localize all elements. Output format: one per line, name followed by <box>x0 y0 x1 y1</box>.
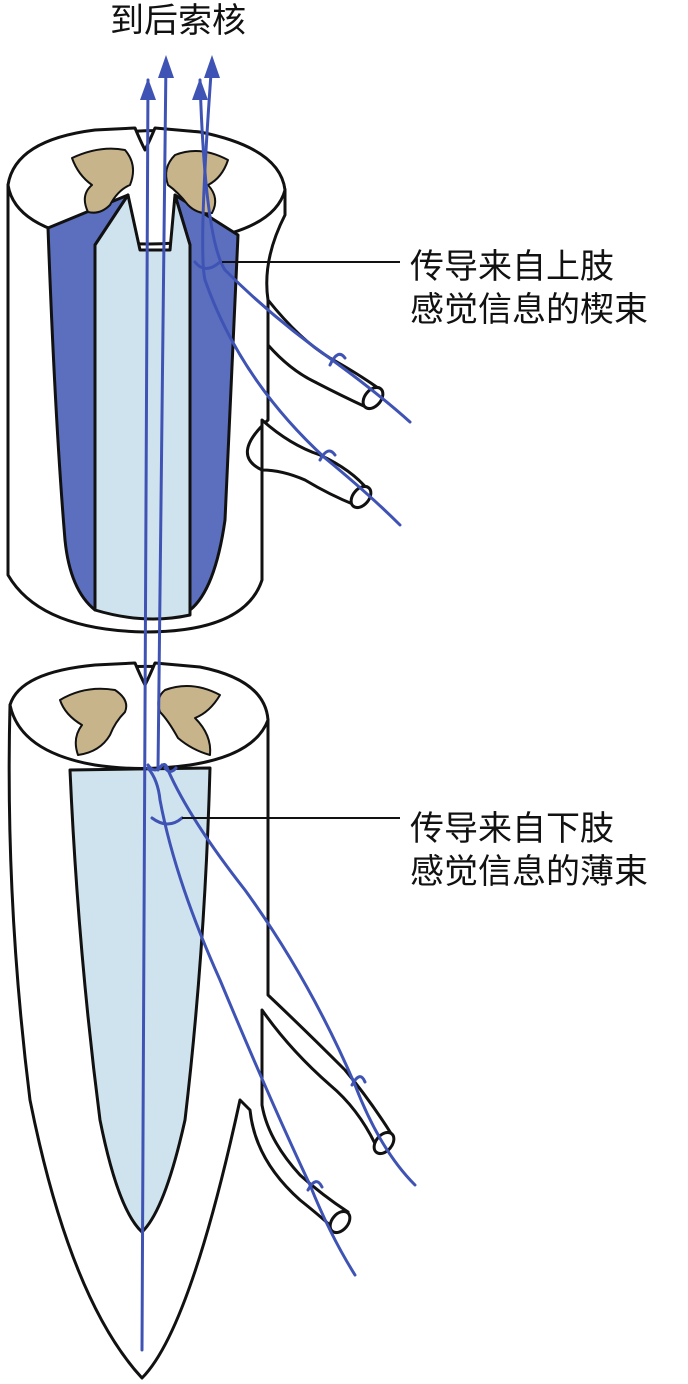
upper-dorsal-root-2 <box>260 418 370 507</box>
label-to-dorsal-column-nuclei: 到后索核 <box>110 1 246 41</box>
fiber-gracile-2 <box>156 58 168 772</box>
arrowheads <box>140 55 220 100</box>
lower-gray-matter-left <box>59 687 128 756</box>
label-cuneate-fasciculus: 传导来自上肢 感觉信息的楔束 <box>410 246 648 331</box>
label-upper-line2: 感觉信息的楔束 <box>410 289 648 330</box>
fiber-loop-upper-1 <box>328 352 347 367</box>
arrow-2 <box>158 55 174 78</box>
fiber-mark-lower <box>150 816 184 826</box>
upper-root-end-1 <box>361 385 385 411</box>
arrow-4 <box>204 55 220 78</box>
fiber-mark-lower-top <box>146 763 178 773</box>
lower-root-end-2 <box>328 1209 352 1235</box>
arrow-3 <box>192 78 208 100</box>
label-upper-line1: 传导来自上肢 <box>410 247 614 287</box>
upper-gray-matter-left <box>71 147 135 214</box>
nerve-fibers <box>140 58 417 1352</box>
label-gracile-fasciculus: 传导来自下肢 感觉信息的薄束 <box>410 808 648 893</box>
label-lower-line2: 感觉信息的薄束 <box>410 851 648 892</box>
fiber-upper-root-1 <box>198 78 412 424</box>
upper-cuneate-fasciculus <box>46 193 130 612</box>
fiber-gracile-1 <box>140 78 150 1352</box>
label-lower-line1: 传导来自下肢 <box>410 809 614 849</box>
fiber-loop-lower-1 <box>350 1075 367 1087</box>
fiber-mark-upper <box>193 260 222 270</box>
arrow-1 <box>140 78 156 100</box>
leader-lines <box>182 261 400 819</box>
fiber-upper-root-2 <box>201 58 402 527</box>
fiber-lower-root-2 <box>146 766 357 1277</box>
fiber-loop-upper-2 <box>318 449 337 462</box>
upper-gray-matter-right <box>165 150 229 215</box>
fiber-loop-lower-2 <box>306 1180 324 1192</box>
lower-segment <box>7 661 396 1380</box>
upper-segment <box>6 126 385 634</box>
upper-gracile-fasciculus <box>93 193 192 621</box>
